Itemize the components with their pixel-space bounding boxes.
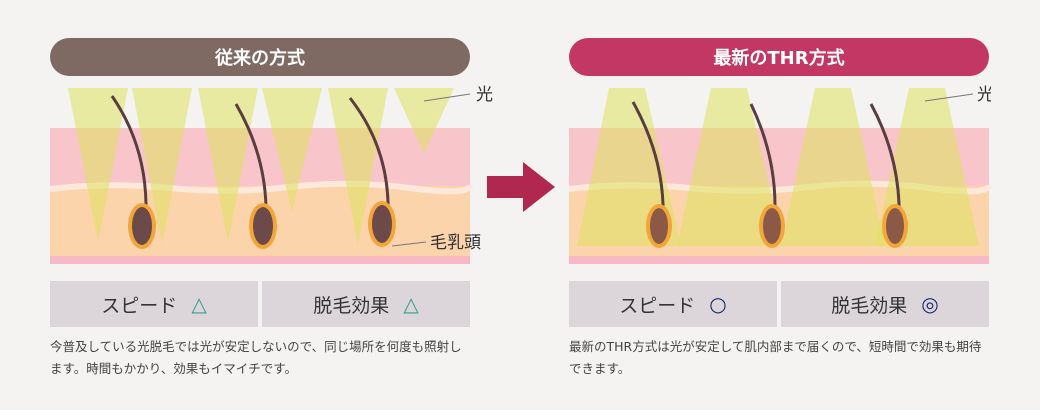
rating-speed: スピード △ — [50, 281, 258, 327]
triangle-icon: △ — [403, 292, 418, 316]
description-thr: 最新のTHR方式は光が安定して肌内部まで届くので、短時間で効果も期待できます。 — [569, 336, 989, 380]
rating-speed: スピード ○ — [569, 281, 777, 327]
rating-effect-label: 脱毛効果 — [313, 291, 389, 318]
diagram-conventional: 光 毛乳頭 — [50, 84, 520, 274]
light-label: 光 — [977, 85, 991, 105]
rating-effect: 脱毛効果 △ — [262, 281, 470, 327]
title-thr: 最新のTHR方式 — [569, 38, 989, 76]
panel-conventional: 従来の方式 — [50, 0, 520, 410]
title-conventional: 従来の方式 — [50, 38, 470, 76]
rating-speed-label: スピード — [619, 291, 695, 318]
rating-effect: 脱毛効果 ◎ — [781, 281, 989, 327]
circle-icon: ○ — [709, 292, 726, 316]
ratings-thr: スピード ○ 脱毛効果 ◎ — [569, 281, 989, 327]
ratings-conventional: スピード △ 脱毛効果 △ — [50, 281, 470, 327]
rating-speed-label: スピード — [101, 291, 177, 318]
description-conventional: 今普及している光脱毛では光が安定しないので、同じ場所を何度も照射します。時間もか… — [50, 336, 470, 380]
arrow-right-icon — [487, 162, 557, 216]
double-circle-icon: ◎ — [921, 292, 938, 316]
light-label: 光 — [476, 85, 493, 105]
panel-thr: 最新のTHR方式 — [569, 0, 991, 410]
triangle-icon: △ — [191, 292, 206, 316]
diagram-thr: 光 — [569, 84, 991, 274]
rating-effect-label: 脱毛効果 — [831, 291, 907, 318]
papilla-label: 毛乳頭 — [430, 233, 481, 253]
